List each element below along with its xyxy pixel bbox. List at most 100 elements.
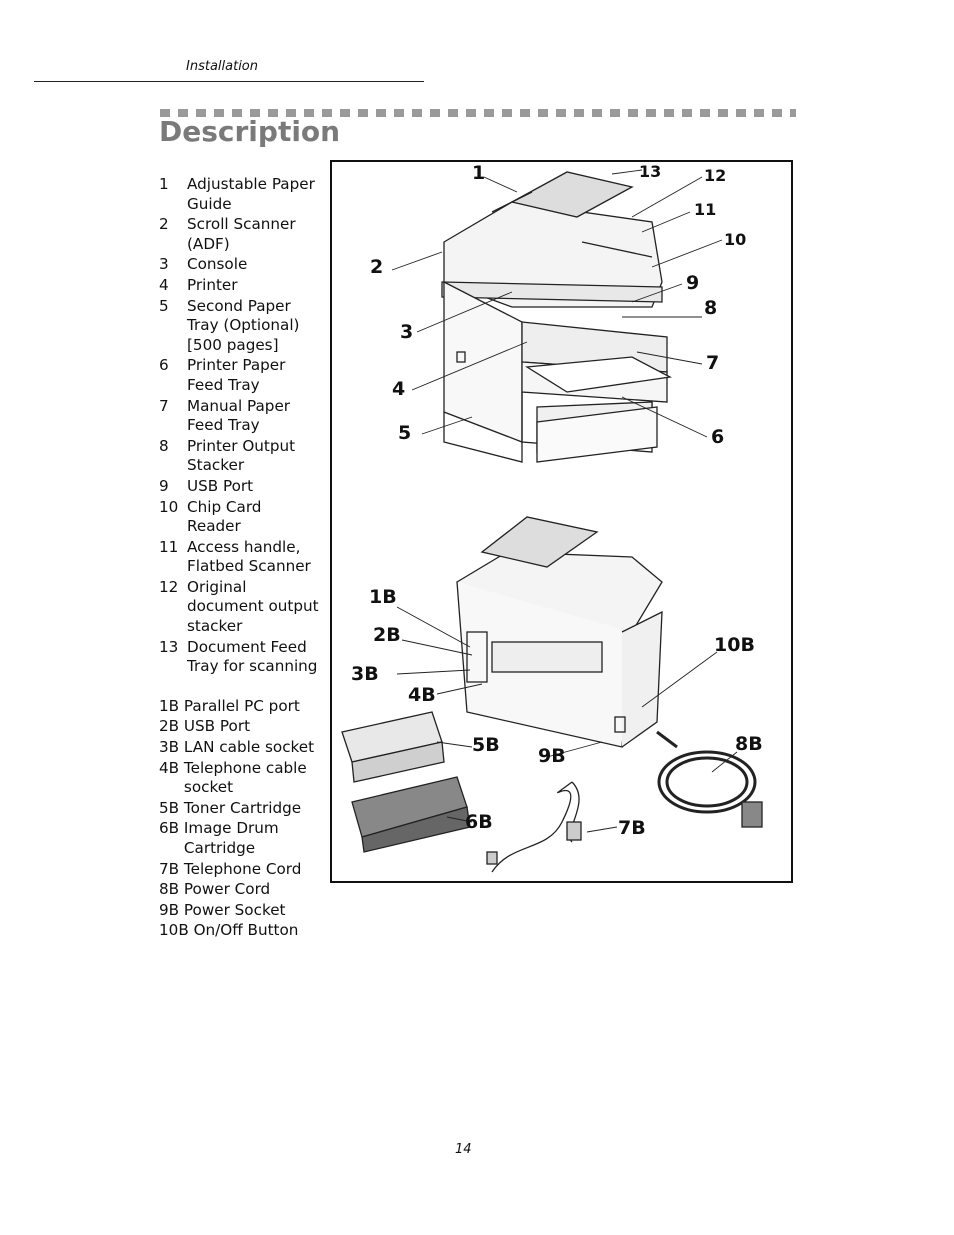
front-view-printer bbox=[441, 171, 673, 463]
legend-text: Adjustable Paper Guide bbox=[187, 175, 315, 213]
callout-1b: 1B bbox=[369, 586, 397, 608]
legend-item: 10 Chip Card Reader bbox=[159, 498, 319, 537]
legend-item: 7 Manual Paper Feed Tray bbox=[159, 397, 319, 436]
legend-item: 9B Power Socket bbox=[159, 901, 319, 921]
legend-num: 7B bbox=[159, 859, 180, 878]
legend-num: 3B bbox=[159, 738, 180, 757]
legend-num: 6 bbox=[159, 356, 169, 375]
callout-leader-lines bbox=[391, 169, 738, 833]
callout-3b: 3B bbox=[351, 663, 379, 685]
callout-13: 13 bbox=[639, 162, 662, 181]
callout-5: 5 bbox=[398, 422, 412, 444]
legend-num: 12 bbox=[159, 577, 179, 596]
printer-illustration bbox=[341, 169, 763, 873]
legend-text: Document Feed Tray for scanning bbox=[187, 637, 318, 676]
callout-6: 6 bbox=[711, 426, 725, 448]
legend-text: USB Port bbox=[187, 476, 254, 495]
legend-item: 4 Printer bbox=[159, 276, 319, 296]
legend-text: Parallel PC port bbox=[183, 696, 300, 715]
legend-text: Image Drum Cartridge bbox=[183, 819, 279, 857]
legend-num: 9 bbox=[159, 476, 169, 495]
legend-item: 1 Adjustable Paper Guide bbox=[159, 175, 319, 214]
legend-item: 10B On/Off Button bbox=[159, 921, 319, 941]
callout-2: 2 bbox=[370, 256, 384, 278]
legend-item: 13 Document Feed Tray for scanning bbox=[159, 638, 319, 677]
legend-front: 1 Adjustable Paper Guide 2 Scroll Scanner … bbox=[159, 175, 319, 677]
header-rule bbox=[34, 81, 424, 82]
legend-text: Power Cord bbox=[183, 880, 271, 899]
legend-text: Printer Paper Feed Tray bbox=[187, 356, 286, 394]
legend-text: USB Port bbox=[183, 717, 251, 736]
legend-text: Toner Cartridge bbox=[183, 798, 302, 817]
legend-item: 3B LAN cable socket bbox=[159, 738, 319, 758]
legend-num: 6B bbox=[159, 819, 180, 838]
legend-text: Original document output stacker bbox=[187, 577, 319, 636]
legend-text: Manual Paper Feed Tray bbox=[187, 396, 291, 435]
legend-num: 9B bbox=[159, 900, 180, 919]
legend-text: Chip Card Reader bbox=[187, 497, 262, 536]
legend-num: 1 bbox=[159, 175, 169, 193]
legend-num: 13 bbox=[159, 637, 179, 656]
legend-num: 8 bbox=[159, 436, 169, 455]
section-title: Description bbox=[159, 115, 341, 148]
page-number: 14 bbox=[455, 1142, 472, 1157]
legend-item: 9 USB Port bbox=[159, 477, 319, 497]
callout-12: 12 bbox=[704, 166, 727, 185]
callout-7b: 7B bbox=[618, 817, 646, 839]
legend-num: 5 bbox=[159, 296, 169, 315]
legend-text: Printer Output Stacker bbox=[187, 436, 296, 475]
legend-num: 2 bbox=[159, 215, 169, 234]
legend-item: 1B Parallel PC port bbox=[159, 697, 319, 717]
legend-num: 10 bbox=[159, 497, 179, 516]
legend-text: Telephone Cord bbox=[183, 859, 302, 878]
legend-item: 2 Scroll Scanner (ADF) bbox=[159, 215, 319, 254]
telephone-cord bbox=[486, 781, 582, 873]
running-head: Installation bbox=[186, 59, 259, 74]
legend-item: 12 Original document output stacker bbox=[159, 578, 319, 637]
legend-num: 4B bbox=[159, 758, 180, 777]
legend-num: 10B bbox=[159, 921, 189, 940]
legend-item: 5B Toner Cartridge bbox=[159, 799, 319, 819]
callout-4: 4 bbox=[392, 378, 406, 400]
callout-11: 11 bbox=[694, 200, 717, 219]
callout-6b: 6B bbox=[465, 811, 493, 833]
legend-num: 3 bbox=[159, 255, 169, 274]
printer-diagram: 1 13 12 11 10 2 9 8 3 7 4 5 6 1B 2B 10B … bbox=[330, 160, 793, 883]
drum-cartridge bbox=[351, 776, 471, 853]
callout-3: 3 bbox=[400, 321, 414, 343]
callout-10b: 10B bbox=[714, 634, 755, 656]
legend-num: 11 bbox=[159, 537, 179, 556]
legend-text: Second Paper Tray (Optional) [500 pages] bbox=[187, 296, 300, 354]
callout-1: 1 bbox=[472, 162, 486, 184]
callout-8: 8 bbox=[704, 297, 718, 319]
callout-8b: 8B bbox=[735, 733, 763, 755]
legend-num: 1B bbox=[159, 696, 180, 715]
legend-item: 6B Image Drum Cartridge bbox=[159, 819, 319, 858]
legend-text: Printer bbox=[187, 275, 238, 294]
callout-5b: 5B bbox=[472, 734, 500, 756]
callout-2b: 2B bbox=[373, 624, 401, 646]
legend-text: Scroll Scanner (ADF) bbox=[187, 215, 296, 253]
legend-text: Telephone cable socket bbox=[183, 758, 307, 797]
legend-item: 3 Console bbox=[159, 255, 319, 275]
callout-9b: 9B bbox=[538, 745, 566, 767]
legend-item: 5 Second Paper Tray (Optional) [500 pages… bbox=[159, 297, 319, 356]
legend-item: 8 Printer Output Stacker bbox=[159, 437, 319, 476]
legend-item: 2B USB Port bbox=[159, 717, 319, 737]
legend-text: On/Off Button bbox=[193, 921, 299, 940]
legend-item: 6 Printer Paper Feed Tray bbox=[159, 356, 319, 395]
callout-4b: 4B bbox=[408, 684, 436, 706]
legend-num: 7 bbox=[159, 396, 169, 415]
callout-9: 9 bbox=[686, 272, 700, 294]
legend-text: LAN cable socket bbox=[183, 738, 315, 757]
legend-item: 8B Power Cord bbox=[159, 880, 319, 900]
legend-num: 4 bbox=[159, 275, 169, 294]
legend-item: 4B Telephone cable socket bbox=[159, 759, 319, 798]
legend-num: 8B bbox=[159, 880, 180, 899]
legend-rear: 1B Parallel PC port 2B USB Port 3B LAN c… bbox=[159, 697, 319, 941]
callout-7: 7 bbox=[706, 352, 720, 374]
legend-text: Console bbox=[187, 255, 248, 274]
power-cord bbox=[656, 730, 763, 828]
callout-10: 10 bbox=[724, 230, 747, 249]
